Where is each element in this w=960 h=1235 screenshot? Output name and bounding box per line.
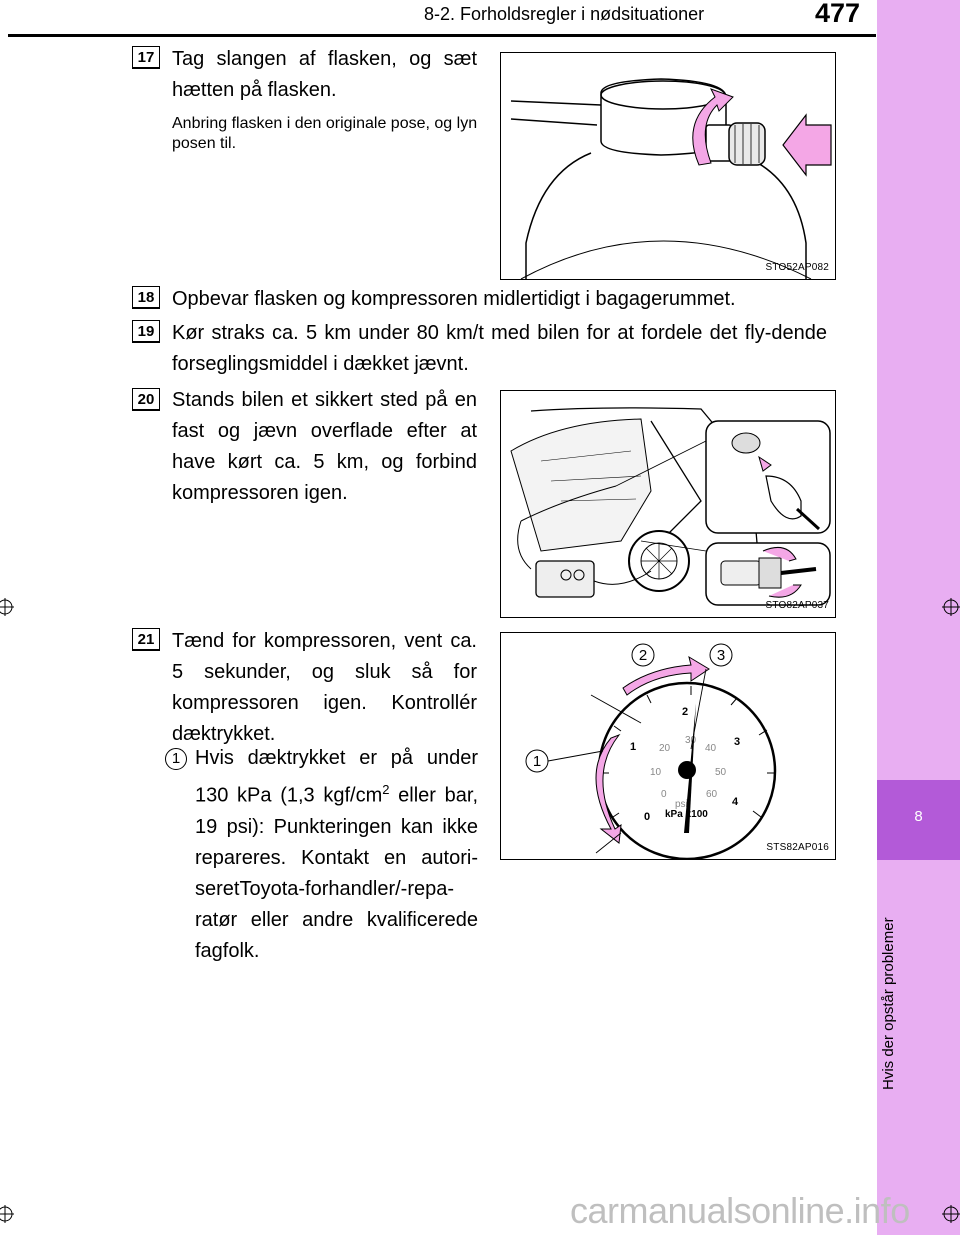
gauge-inner-label-0: 0	[661, 789, 667, 800]
step-17-note: Anbring flasken i den originale pose, og…	[172, 115, 478, 152]
gauge-outer-label-3: 3	[734, 736, 740, 748]
crop-mark-left	[0, 598, 14, 616]
gauge-inner-label-30: 30	[685, 735, 697, 746]
header-rule	[8, 34, 876, 37]
crop-mark-bottom-left	[0, 1205, 14, 1223]
figure-car-compressor: STO82AP037	[500, 390, 836, 618]
header-section-title: 8-2. Forholdsregler i nødsituationer	[424, 4, 705, 24]
gauge-inner-label-40: 40	[705, 743, 717, 754]
gauge-inner-label-10: 10	[650, 767, 662, 778]
callout-1: 1	[533, 753, 541, 770]
chapter-number-box	[877, 780, 960, 860]
watermark: carmanualsonline.info	[570, 1190, 910, 1231]
step-number-19: 19	[132, 320, 160, 343]
callout-2: 2	[639, 647, 647, 664]
chapter-number: 8	[914, 808, 923, 825]
callout-3: 3	[717, 647, 725, 664]
gauge-outer-label-4: 4	[732, 796, 739, 808]
step-number-21: 21	[132, 628, 160, 651]
step-number-17: 17	[132, 46, 160, 69]
pressure-gauge-illustration: 0 1 2 3 4 0 10 20 30 40 50 60 psi kPa x1…	[525, 643, 777, 861]
crop-mark-right	[942, 598, 960, 616]
gauge-outer-label-0: 0	[644, 811, 650, 823]
car-compressor-illustration	[510, 407, 831, 606]
crop-mark-bottom-right	[942, 1205, 960, 1223]
step-17-text: Tag slangen af flasken, og sæt hætten på…	[172, 48, 477, 101]
step-21-sub-text: Hvis dæktrykket er på under 130 kPa (1,3…	[195, 747, 478, 962]
step-20-text: Stands bilen et sikkert sted på en fast …	[172, 389, 477, 504]
figure-pressure-gauge: 0 1 2 3 4 0 10 20 30 40 50 60 psi kPa x1…	[500, 632, 836, 861]
gauge-outer-label-1: 1	[630, 741, 636, 753]
gauge-inner-label-60: 60	[706, 789, 718, 800]
step-18-text: Opbevar flasken og kompressoren midlerti…	[172, 288, 736, 310]
figure-code-21: STS82AP016	[766, 842, 829, 853]
figure-code-20: STO82AP037	[765, 600, 829, 611]
step-number-20: 20	[132, 388, 160, 411]
figure-code-17: STO52AP082	[765, 262, 829, 273]
gauge-outer-label-2: 2	[682, 706, 688, 718]
page-number: 477	[815, 0, 861, 28]
chapter-title: Hvis der opstår problemer	[880, 917, 897, 1090]
gauge-unit-psi: psi	[675, 799, 688, 810]
bottle-cap-illustration	[510, 78, 832, 280]
figure-bottle-cap: STO52AP082	[500, 52, 836, 280]
gauge-inner-label-50: 50	[715, 767, 727, 778]
sub-item-marker-1: 1	[165, 748, 187, 770]
step-19-text: Kør straks ca. 5 km under 80 km/t med bi…	[172, 322, 827, 375]
gauge-inner-label-20: 20	[659, 743, 671, 754]
step-21-text: Tænd for kompressoren, vent ca. 5 sekund…	[172, 630, 477, 745]
chapter-side-tab	[877, 0, 960, 1235]
step-number-18: 18	[132, 286, 160, 309]
